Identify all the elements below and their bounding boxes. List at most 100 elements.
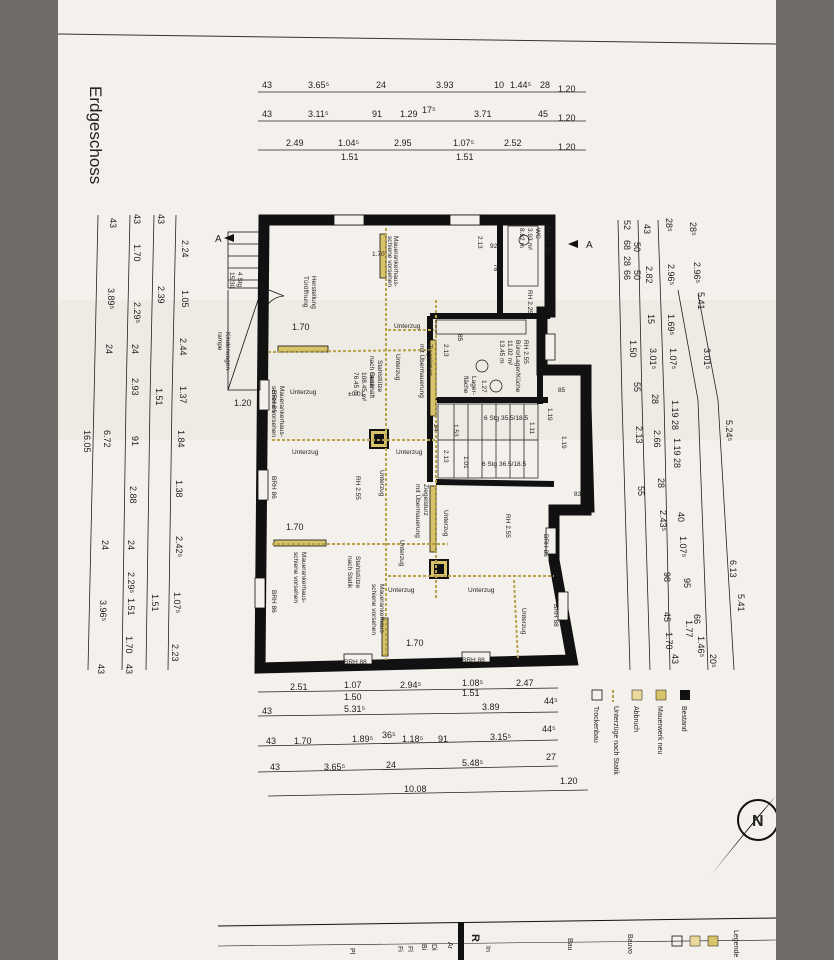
svg-text:2.23: 2.23 [170, 644, 180, 662]
svg-text:Geschäft: Geschäft [368, 372, 375, 398]
svg-text:1.46⁵: 1.46⁵ [696, 636, 706, 658]
svg-text:43: 43 [108, 218, 118, 228]
svg-text:3.96⁵: 3.96⁵ [98, 600, 108, 622]
svg-text:28: 28 [656, 478, 666, 488]
exterior-stair-wall [548, 369, 595, 513]
section-marker-left: A [215, 234, 234, 245]
svg-text:55: 55 [636, 486, 646, 496]
svg-text:Mauerankerhaus-: Mauerankerhaus- [278, 386, 285, 437]
svg-text:3.71: 3.71 [474, 109, 492, 119]
svg-text:1.19: 1.19 [672, 438, 682, 456]
svg-text:nach Statik: nach Statik [368, 356, 375, 389]
svg-text:1.19: 1.19 [560, 436, 567, 449]
svg-text:In: In [484, 946, 491, 952]
svg-text:28: 28 [622, 256, 632, 266]
svg-text:43: 43 [270, 762, 280, 772]
svg-text:1.51: 1.51 [456, 152, 474, 162]
svg-text:10.08: 10.08 [404, 784, 427, 794]
svg-text:28: 28 [650, 394, 660, 404]
floor-plan-drawing: Erdgeschoss 43 3.65⁵ 24 3.93 10 1.44⁵ 28… [58, 33, 776, 960]
svg-text:66: 66 [622, 270, 632, 280]
svg-text:1.69⁵: 1.69⁵ [666, 314, 676, 336]
svg-text:5.24⁵: 5.24⁵ [724, 420, 734, 442]
svg-text:43: 43 [124, 664, 134, 674]
svg-text:1.51: 1.51 [126, 598, 136, 616]
svg-text:1.20: 1.20 [560, 776, 578, 786]
svg-text:1.08⁵: 1.08⁵ [462, 678, 484, 688]
legend-label-unterzug: Unterzüge nach Statik [612, 706, 619, 775]
svg-text:43: 43 [642, 224, 652, 234]
svg-text:1.70: 1.70 [286, 522, 304, 532]
svg-text:BRH 88: BRH 88 [462, 657, 485, 664]
svg-text:1.89⁵: 1.89⁵ [352, 734, 374, 744]
svg-text:1.70: 1.70 [132, 244, 142, 262]
plan-sheet: Erdgeschoss 43 3.65⁵ 24 3.93 10 1.44⁵ 28… [58, 0, 776, 960]
svg-text:BRH 86: BRH 86 [270, 590, 277, 613]
svg-text:mit Übermauerung: mit Übermauerung [418, 344, 426, 398]
svg-text:Fi: Fi [396, 946, 403, 952]
svg-text:20⁵: 20⁵ [708, 654, 718, 668]
svg-text:RH 2.55: RH 2.55 [354, 476, 361, 500]
svg-text:43: 43 [156, 214, 166, 224]
svg-text:BRH 1.81: BRH 1.81 [544, 226, 551, 255]
svg-text:2.43⁵: 2.43⁵ [658, 510, 668, 532]
svg-text:95: 95 [682, 578, 692, 588]
svg-text:2.95: 2.95 [394, 138, 412, 148]
svg-text:83: 83 [574, 491, 582, 498]
kitchen-fixtures [435, 225, 539, 393]
svg-text:5.31⁵: 5.31⁵ [344, 704, 366, 714]
svg-text:52: 52 [622, 220, 632, 230]
svg-text:2.13: 2.13 [634, 426, 644, 444]
svg-text:3.01⁵: 3.01⁵ [648, 348, 658, 370]
svg-text:5.41: 5.41 [696, 292, 706, 310]
svg-text:2.94⁵: 2.94⁵ [400, 680, 422, 690]
svg-text:11.02 m²: 11.02 m² [506, 340, 513, 366]
svg-text:43: 43 [262, 109, 272, 119]
svg-text:Pl: Pl [348, 948, 355, 955]
svg-text:Unterzug: Unterzug [396, 449, 423, 456]
svg-text:2.96⁵: 2.96⁵ [692, 262, 702, 284]
svg-text:1.29: 1.29 [400, 109, 418, 119]
svg-text:Bi: Bi [420, 944, 427, 951]
svg-text:85: 85 [456, 334, 463, 342]
svg-text:1.50: 1.50 [344, 692, 362, 702]
svg-text:44⁵: 44⁵ [542, 724, 556, 734]
svg-text:1.53: 1.53 [452, 424, 459, 437]
north-arrow-icon: N [710, 796, 776, 876]
svg-text:3.93 m²: 3.93 m² [526, 228, 533, 251]
svg-text:Stahlstütze: Stahlstütze [354, 556, 361, 589]
svg-text:WC: WC [534, 228, 541, 239]
svg-text:1.70: 1.70 [372, 251, 385, 258]
svg-text:Di: Di [430, 944, 437, 951]
legend-label-bestand: Bestand [680, 706, 687, 732]
svg-text:28: 28 [672, 458, 682, 468]
svg-text:5.48⁵: 5.48⁵ [462, 758, 484, 768]
beam-lines [267, 228, 554, 661]
svg-text:1.50: 1.50 [628, 340, 638, 358]
left-dimension-chains [87, 214, 177, 671]
outer-wall [254, 214, 592, 674]
right-dimension-chains [617, 219, 735, 671]
svg-text:2.44: 2.44 [178, 338, 188, 356]
svg-text:27: 27 [546, 752, 556, 762]
legend-label-abbruch: Abbruch [632, 706, 639, 732]
svg-text:2.93: 2.93 [130, 378, 140, 396]
svg-text:91: 91 [130, 436, 140, 446]
svg-text:N: N [752, 813, 764, 830]
svg-text:Unterzug: Unterzug [388, 587, 415, 594]
svg-text:Unterzug: Unterzug [520, 608, 527, 635]
svg-text:1.44⁵: 1.44⁵ [510, 80, 532, 90]
svg-text:3.65⁵: 3.65⁵ [324, 762, 346, 772]
building [227, 214, 595, 674]
svg-text:rampe: rampe [216, 332, 223, 351]
svg-text:1.07⁵: 1.07⁵ [172, 592, 182, 614]
svg-text:mit Übermauerung: mit Übermauerung [414, 484, 422, 538]
svg-text:43: 43 [132, 214, 142, 224]
svg-text:28: 28 [670, 420, 680, 430]
svg-text:Mauerankerhaus-: Mauerankerhaus- [378, 584, 385, 635]
svg-text:6.72: 6.72 [102, 430, 112, 448]
left-dimension-labels: 2.24 1.05 2.44 1.37 1.84 1.38 2.42⁵ 1.07… [82, 214, 190, 674]
svg-text:43: 43 [262, 80, 272, 90]
svg-text:RH 2.55: RH 2.55 [504, 514, 511, 538]
svg-text:6.13: 6.13 [728, 560, 738, 578]
